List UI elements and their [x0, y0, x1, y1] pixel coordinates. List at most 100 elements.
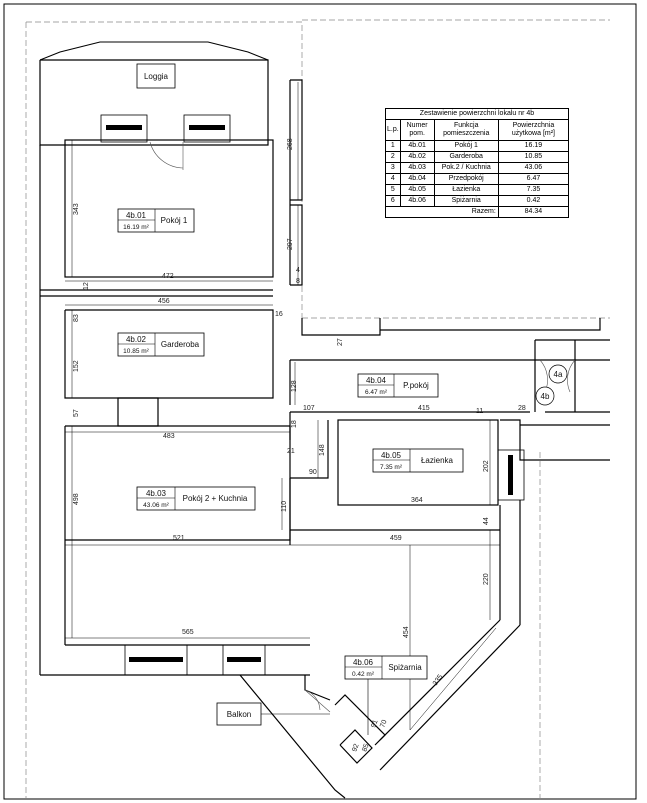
dim-297: 297: [287, 238, 294, 250]
dim-364: 364: [411, 497, 423, 504]
room-4b05-name: Łazienka: [421, 456, 454, 465]
table-row: 5 4b.05 Łazienka 7.35: [385, 184, 570, 196]
dim-44: 44: [483, 517, 490, 525]
dim-85: 85: [361, 743, 370, 753]
table-cell: 5: [385, 184, 401, 196]
dim-57: 57: [73, 409, 80, 417]
dim-472: 472: [162, 273, 174, 280]
dim-21: 21: [287, 448, 295, 455]
dim-456: 456: [158, 298, 170, 305]
dim-220: 220: [483, 573, 490, 585]
property-lines: [25, 19, 610, 800]
room-4b02-number: 4b.02: [126, 335, 147, 344]
dim-454: 454: [403, 626, 410, 638]
room-4b06-area: 0.42 m²: [352, 671, 375, 678]
loggia-label: Loggia: [144, 72, 169, 81]
table-cell: Łazienka: [433, 184, 499, 196]
dim-459: 459: [390, 535, 402, 542]
table-cell: 4b.03: [399, 162, 435, 174]
table-cell: 10.85: [497, 151, 570, 163]
room-4b06-name: Spiżarnia: [388, 663, 422, 672]
table-cell: 3: [385, 162, 401, 174]
dim-498: 498: [73, 493, 80, 505]
dim-12: 12: [83, 282, 90, 290]
dim-343: 343: [73, 203, 80, 215]
table-cell: 0.42: [497, 195, 570, 207]
table-cell: 7.35: [497, 184, 570, 196]
dim-268: 268: [287, 138, 294, 150]
room-4b04-name: P.pokój: [403, 381, 429, 390]
table-cell: 16.19: [497, 140, 570, 152]
apartment-4a-label: 4a: [554, 370, 563, 379]
dim-28: 28: [518, 405, 526, 412]
doors: [149, 141, 576, 713]
dim-565: 565: [182, 629, 194, 636]
dim-4: 4: [296, 267, 300, 274]
room-4b06-number: 4b.06: [353, 658, 374, 667]
dimension-labels: 472 456 483 521 459 565 415 107 364 90 1…: [73, 138, 526, 752]
summary-header-row: L.p. Numer pom. Funkcja pomieszczenia Po…: [385, 119, 570, 141]
room-4b03-number: 4b.03: [146, 489, 167, 498]
dim-16: 16: [275, 311, 283, 318]
room-4b04-area: 6.47 m²: [365, 389, 388, 396]
room-4b03-area: 43.06 m²: [143, 502, 169, 509]
table-row: 1 4b.01 Pokój 1 16.19: [385, 140, 570, 152]
dim-335: 335: [432, 673, 444, 687]
summary-header-area: Powierzchnia użytkowa [m²]: [497, 119, 570, 141]
table-cell: Spiżarnia: [433, 195, 499, 207]
room-4b02-name: Garderoba: [161, 340, 200, 349]
table-cell: 4b.02: [399, 151, 435, 163]
table-cell: 4b.05: [399, 184, 435, 196]
table-cell: 6: [385, 195, 401, 207]
table-row: 3 4b.03 Pok.2 / Kuchnia 43.06: [385, 162, 570, 174]
summary-header-number: Numer pom.: [399, 119, 435, 141]
dim-11: 11: [476, 408, 483, 415]
table-cell: 4b.06: [399, 195, 435, 207]
dimension-lines: [65, 82, 500, 731]
table-cell: 4b.01: [399, 140, 435, 152]
room-4b05-number: 4b.05: [381, 451, 402, 460]
dim-92: 92: [351, 743, 360, 753]
area-summary-table: Zestawienie powierzchni lokalu nr 4b L.p…: [385, 108, 570, 218]
dim-8: 8: [296, 278, 300, 285]
dim-18: 18: [291, 420, 298, 428]
dim-83: 83: [73, 314, 80, 322]
dim-415: 415: [418, 405, 430, 412]
room-labels: Loggia 4b.01 16.19 m² Pokój 1 4b.02 10.8…: [117, 63, 568, 735]
dim-483: 483: [163, 433, 175, 440]
room-4b05-area: 7.35 m²: [380, 464, 403, 471]
apartment-4b-label: 4b: [541, 392, 550, 401]
dim-90: 90: [309, 469, 317, 476]
table-row: 2 4b.02 Garderoba 10.85: [385, 151, 570, 163]
dim-128: 128: [291, 380, 298, 392]
summary-total-value: 84.34: [497, 206, 570, 218]
table-cell: Pokój 1: [433, 140, 499, 152]
room-4b01-number: 4b.01: [126, 211, 147, 220]
summary-header-function: Funkcja pomieszczenia: [433, 119, 499, 141]
room-4b03-name: Pokój 2 + Kuchnia: [183, 494, 248, 503]
dim-521: 521: [173, 535, 185, 542]
dim-91: 91: [370, 719, 379, 729]
table-cell: 4: [385, 173, 401, 185]
windows: [100, 114, 525, 676]
room-4b02-area: 10.85 m²: [123, 348, 149, 355]
summary-title: Zestawienie powierzchni lokalu nr 4b: [385, 108, 569, 119]
table-cell: 4b.04: [399, 173, 435, 185]
balkon-label: Balkon: [227, 710, 251, 719]
dim-107: 107: [303, 405, 315, 412]
summary-total-row: Razem: 84.34: [386, 206, 570, 218]
table-cell: Pok.2 / Kuchnia: [433, 162, 499, 174]
room-4b04-number: 4b.04: [366, 376, 387, 385]
dim-70: 70: [379, 719, 388, 729]
table-cell: Garderoba: [433, 151, 499, 163]
sheet-frame: [3, 3, 637, 800]
table-cell: 43.06: [497, 162, 570, 174]
table-cell: 1: [385, 140, 401, 152]
summary-total-label: Razem:: [471, 208, 496, 215]
summary-header-lp: L.p.: [385, 119, 401, 141]
dim-27: 27: [337, 338, 344, 346]
dim-148: 148: [319, 444, 326, 456]
dim-110: 110: [281, 501, 288, 512]
table-row: 4 4b.04 Przedpokój 6.47: [385, 173, 570, 185]
